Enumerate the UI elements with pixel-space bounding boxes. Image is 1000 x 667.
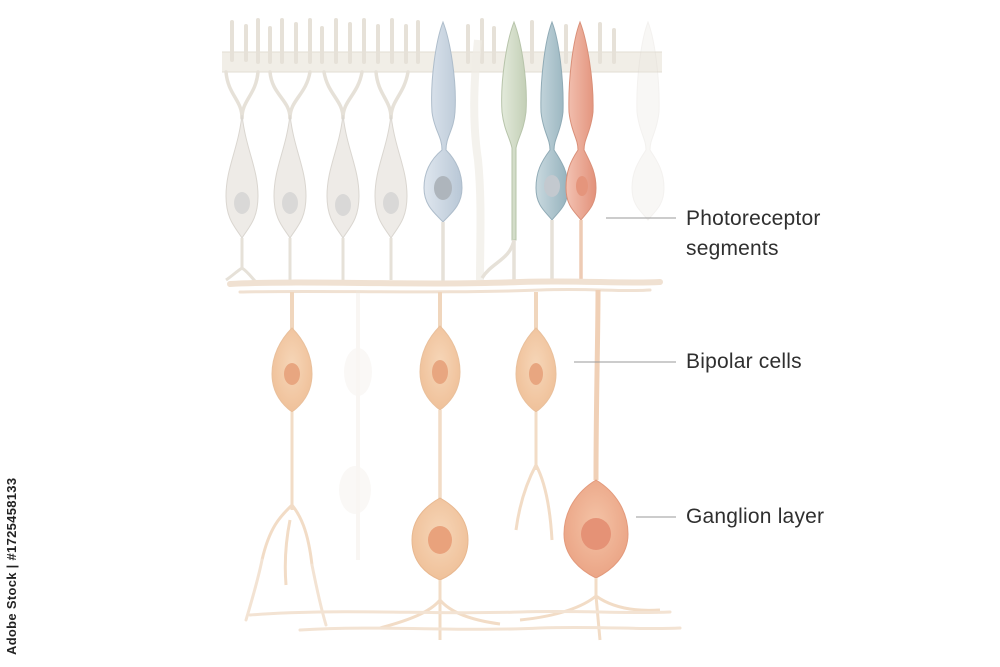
rod-cell (326, 114, 360, 280)
cone-cell-faded (631, 20, 665, 221)
label-ganglion-layer: Ganglion layer (686, 505, 825, 528)
cone-cells (423, 20, 665, 282)
bipolar-cell (419, 292, 461, 500)
background-ghost-cells (339, 290, 372, 560)
cone-cell-blue (423, 20, 463, 282)
rod-cell (225, 114, 259, 284)
rod-cell (273, 114, 307, 280)
ganglion-cell (379, 497, 501, 640)
nerve-fiber-layer (244, 558, 682, 632)
cone-cell-green (480, 20, 527, 282)
stock-watermark: Adobe Stock | #1725458133 (4, 477, 19, 655)
label-photoreceptor-line1: Photoreceptor (686, 207, 821, 230)
ganglion-cell (519, 479, 661, 641)
rod-cells (225, 114, 408, 284)
bipolar-cells (260, 292, 557, 586)
bipolar-cell (260, 292, 314, 586)
outer-segment-fringe (230, 18, 616, 64)
cone-cell-teal (535, 20, 569, 282)
cone-cell-red (565, 20, 597, 282)
label-photoreceptor-segments: Photoreceptor segments (686, 204, 821, 264)
ganglion-cells (379, 479, 661, 641)
rod-dendrites (224, 70, 410, 120)
ganglion-axon (593, 289, 601, 481)
outer-plexiform-band (227, 278, 663, 294)
bipolar-cell (514, 292, 557, 541)
label-bipolar-cells: Bipolar cells (686, 350, 802, 373)
label-photoreceptor-line2: segments (686, 237, 779, 260)
rod-cell (374, 114, 408, 280)
